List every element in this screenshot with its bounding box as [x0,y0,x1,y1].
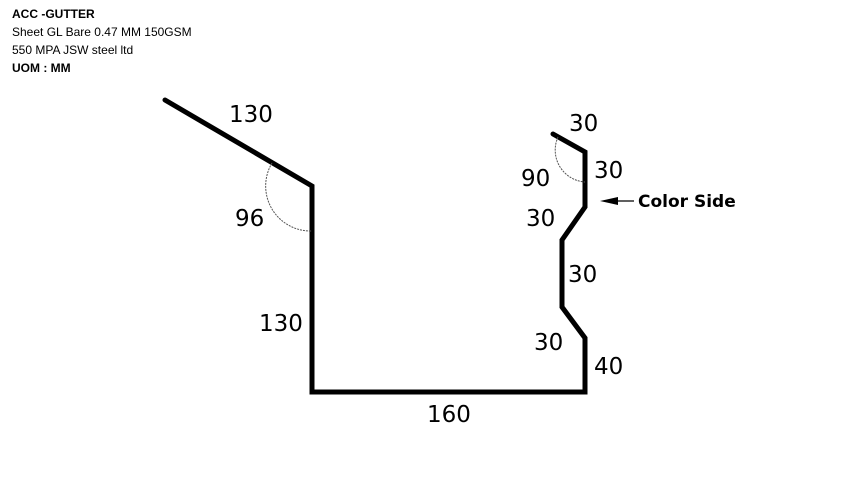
unit-of-measure: UOM : MM [12,61,71,75]
dim-base: 160 [427,402,471,428]
gutter-profile-outline [162,97,588,395]
color-side-label: Color Side [638,192,736,212]
dim-top-right-flange: 30 [569,111,598,137]
dim-right-step-lower: 30 [534,330,563,356]
color-side-arrow-head [600,197,618,205]
left-angle-arc [265,162,313,232]
material-spec-line-1: Sheet GL Bare 0.47 MM 150GSM [12,25,192,39]
dim-right-vertical-top: 30 [594,158,623,184]
drawing-header: ACC -GUTTER Sheet GL Bare 0.47 MM 150GSM… [12,5,192,77]
right-angle-arc [554,136,586,183]
dim-left-wall: 130 [259,311,303,337]
dim-right-step-upper: 30 [526,206,555,232]
dim-right-vertical-mid: 30 [568,262,597,288]
dim-left-angle: 96 [235,206,264,232]
dim-right-wall-bottom: 40 [594,354,623,380]
dim-top-left-flange: 130 [229,102,273,128]
drawing-title: ACC -GUTTER [12,7,95,21]
material-spec-line-2: 550 MPA JSW steel ltd [12,43,134,57]
dim-right-angle: 90 [521,166,550,192]
